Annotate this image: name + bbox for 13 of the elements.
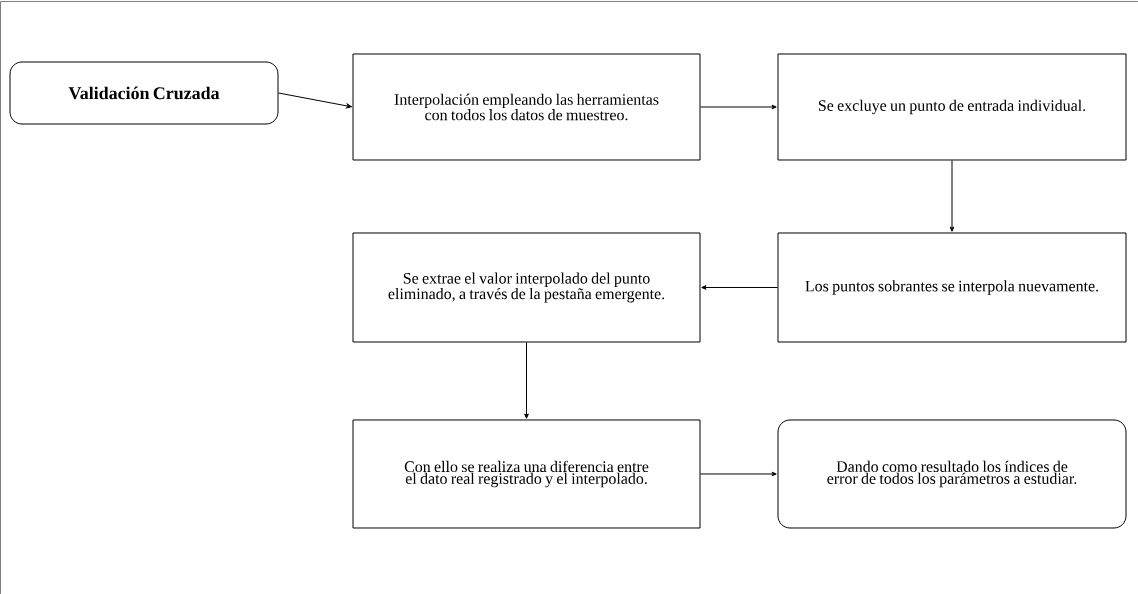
terminal-box: Dando como resultado los índices de error de todos los parámetros a estudiar. xyxy=(777,419,1127,529)
process-box: Interpolación empleando las herramientas con todos los datos de muestreo. xyxy=(352,53,701,161)
arrow xyxy=(949,160,955,232)
process-box: Se excluye un punto de entrada individual. xyxy=(777,53,1127,161)
process-box: Con ello se realiza una diferencia entre el dato real registrado y el interpolado. xyxy=(352,419,701,529)
terminal-box: Validación Cruzada xyxy=(9,61,279,125)
process-box: Los puntos sobrantes se interpola nuevamente. xyxy=(777,232,1127,343)
arrow xyxy=(278,92,352,109)
arrow xyxy=(701,285,778,290)
arrow xyxy=(524,342,529,419)
arrow xyxy=(700,104,777,110)
process-box: Se extrae el valor interpolado del punto eliminado, a través de la pestaña emergente. xyxy=(352,232,701,343)
arrow xyxy=(700,471,777,477)
